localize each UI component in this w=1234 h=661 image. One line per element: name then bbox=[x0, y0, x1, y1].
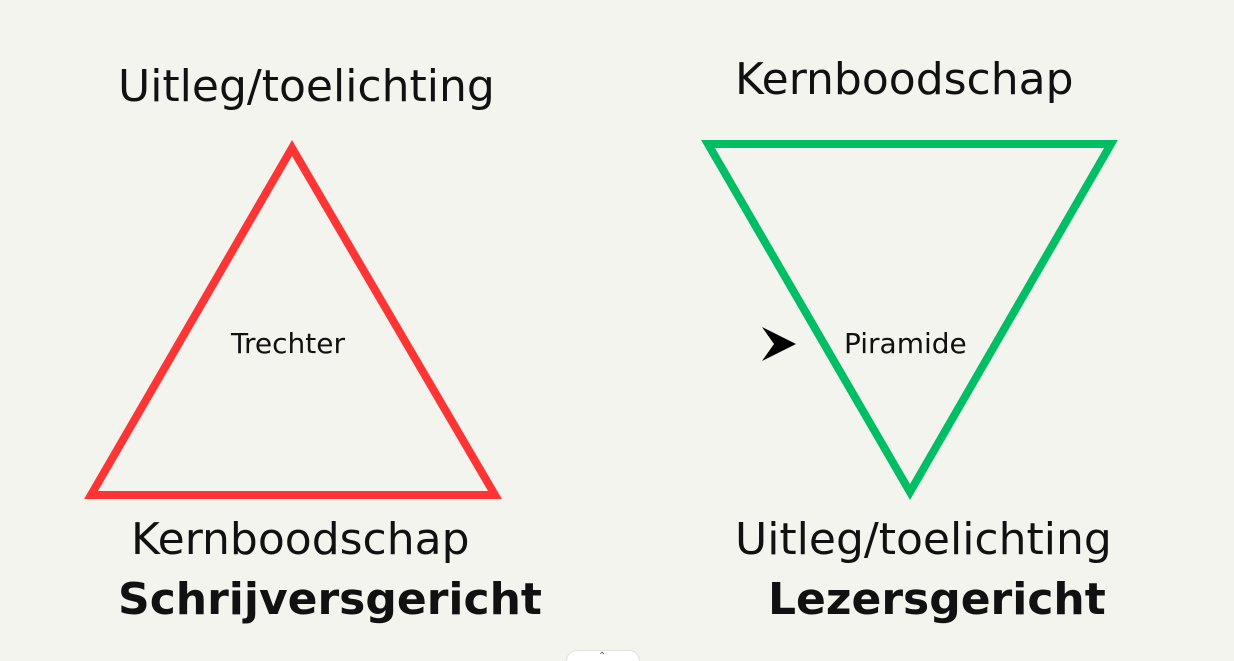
funnel-center-label: Trechter bbox=[231, 327, 345, 360]
pyramid-triangle bbox=[701, 140, 1118, 500]
arrow-head-icon bbox=[762, 327, 796, 361]
funnel-triangle bbox=[84, 140, 502, 499]
chevron-up-icon: ⌃ bbox=[598, 651, 607, 661]
pyramid-caption: Lezersgericht bbox=[768, 574, 1106, 625]
funnel-bottom-label: Kernboodschap bbox=[131, 514, 470, 565]
pyramid-center-label: Piramide bbox=[844, 327, 967, 360]
pyramid-top-label: Kernboodschap bbox=[735, 54, 1074, 105]
scroll-up-handle[interactable]: ⌃ bbox=[566, 650, 640, 661]
funnel-top-label: Uitleg/toelichting bbox=[118, 61, 495, 112]
pyramid-bottom-label: Uitleg/toelichting bbox=[735, 514, 1112, 565]
funnel-caption: Schrijversgericht bbox=[118, 574, 542, 625]
